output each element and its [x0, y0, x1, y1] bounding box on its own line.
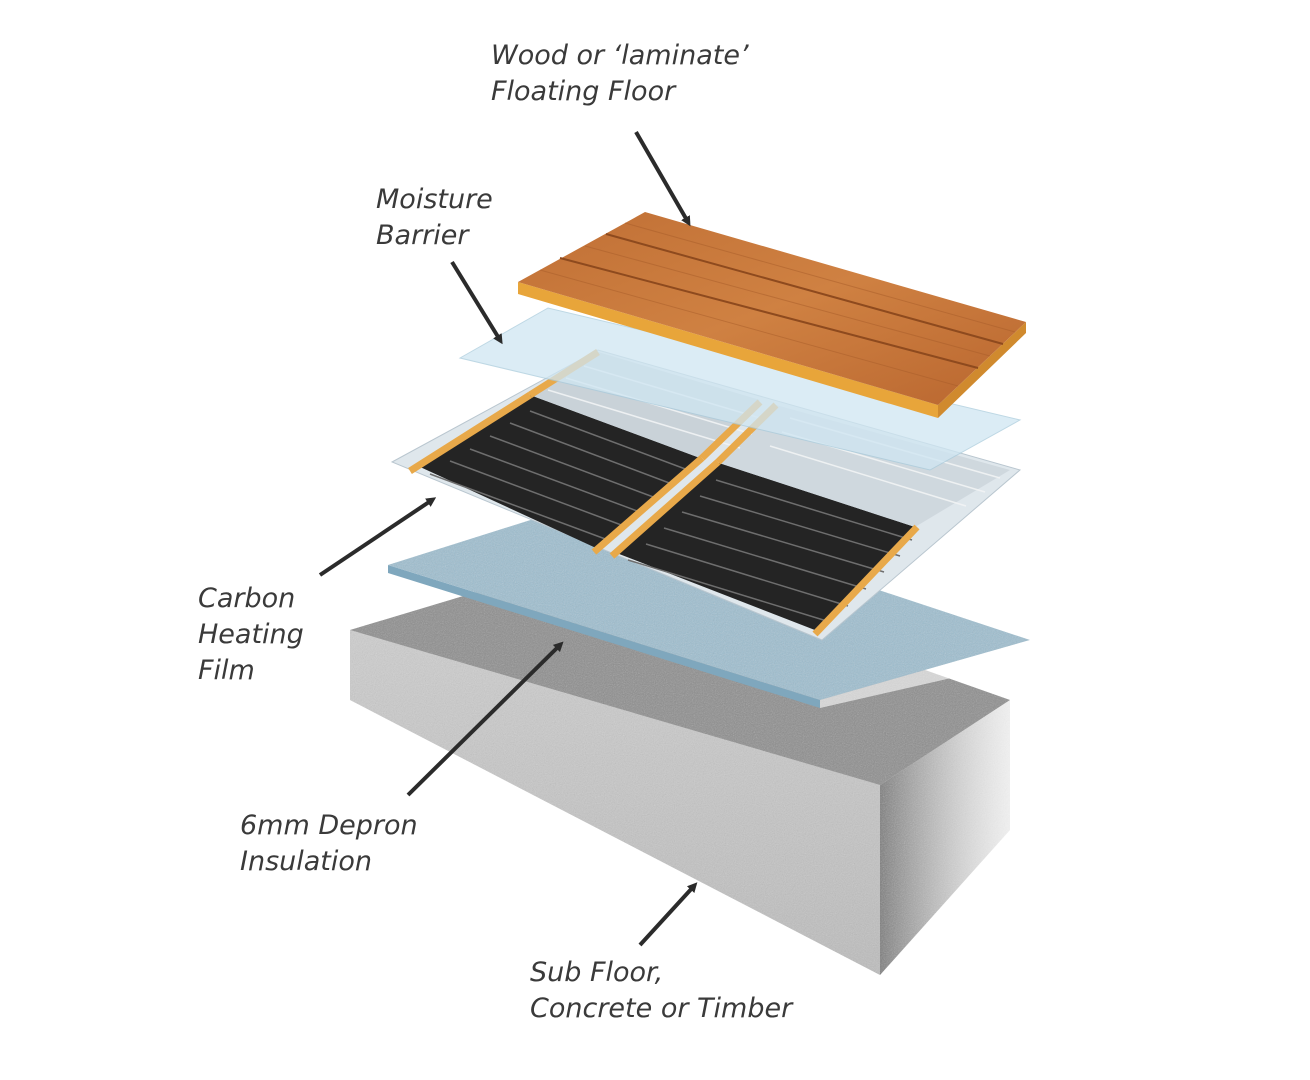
- barrier-sheet: [458, 307, 1022, 471]
- wood-right-edge: [938, 322, 1026, 418]
- callout-arrows: [318, 130, 698, 947]
- arrow-floating-floor: [634, 130, 691, 227]
- label-moisture-barrier: Moisture Barrier: [376, 182, 493, 254]
- film-heating-lines: [429, 410, 913, 623]
- label-depron-line-1: 6mm Depron: [240, 810, 418, 841]
- insulation-edge: [388, 565, 820, 708]
- arrow-sub-floor: [638, 882, 698, 947]
- wood-front-edge: [518, 282, 938, 418]
- label-floating-floor-line-1: Wood or ‘laminate’: [491, 40, 749, 71]
- label-depron-line-2: Insulation: [240, 846, 373, 877]
- label-moisture-barrier-line-1: Moisture: [376, 184, 493, 215]
- label-floating-floor-line-2: Floating Floor: [491, 76, 676, 107]
- arrow-moisture-barrier: [450, 260, 503, 345]
- label-carbon-line-3: Film: [198, 655, 255, 686]
- wood-plank-seams: [559, 233, 1004, 369]
- label-sub-floor: Sub Floor, Concrete or Timber: [530, 955, 792, 1027]
- label-sub-floor-line-2: Concrete or Timber: [530, 993, 793, 1024]
- depron-insulation-layer: [388, 498, 1030, 708]
- sub-floor-slab: [350, 555, 1010, 980]
- film-panel-right: [614, 462, 915, 632]
- insulation-top: [388, 498, 1030, 700]
- label-sub-floor-line-1: Sub Floor,: [530, 957, 664, 988]
- label-carbon-line-1: Carbon: [198, 583, 296, 614]
- wood-top: [518, 212, 1026, 405]
- wood-floating-floor-layer: [518, 212, 1026, 418]
- arrow-carbon-film: [318, 497, 437, 577]
- sub-floor-front-face: [350, 630, 880, 975]
- film-panel-left: [418, 395, 700, 548]
- arrow-depron: [406, 641, 564, 797]
- moisture-barrier-layer: [458, 307, 1022, 471]
- label-depron-insulation: 6mm Depron Insulation: [240, 808, 418, 880]
- label-moisture-barrier-line-2: Barrier: [376, 220, 469, 251]
- carbon-heating-film-layer: [390, 349, 1022, 641]
- label-floating-floor: Wood or ‘laminate’ Floating Floor: [491, 38, 749, 110]
- label-carbon-heating-film: Carbon Heating Film: [198, 581, 304, 689]
- label-carbon-line-2: Heating: [198, 619, 304, 650]
